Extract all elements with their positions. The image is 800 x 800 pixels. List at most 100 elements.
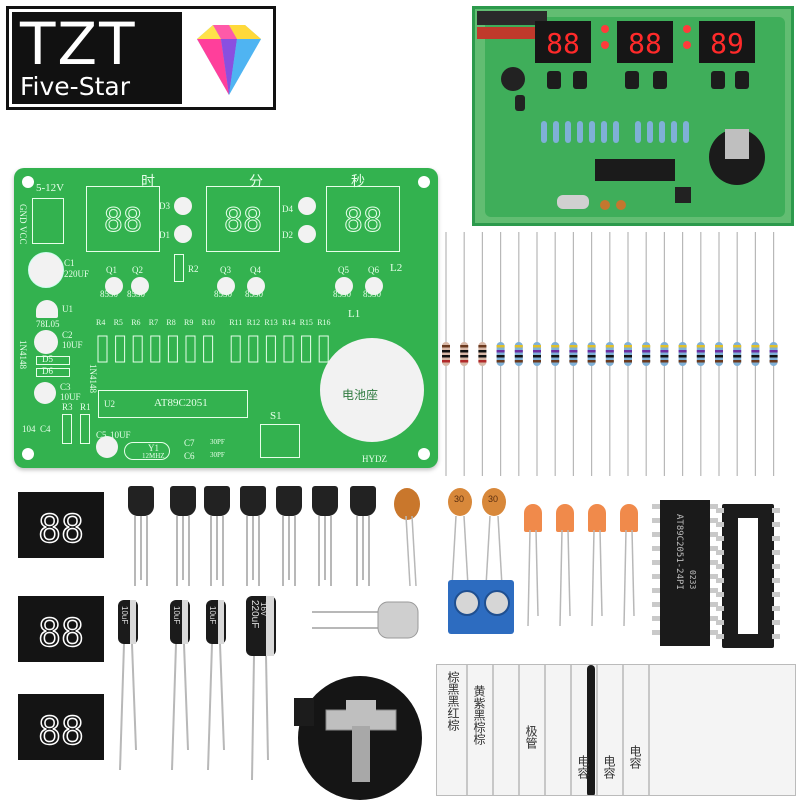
second-display-footprint: 88	[326, 186, 400, 252]
strip-line: 电容	[602, 755, 616, 779]
battery-holder	[294, 676, 422, 800]
r2-label: R2	[188, 264, 199, 274]
q6-label: Q6	[368, 265, 379, 275]
transistor-leg	[188, 516, 190, 586]
pin	[772, 634, 780, 639]
pin	[716, 550, 724, 555]
minute-display-footprint: 88	[206, 186, 280, 252]
resistor-470	[514, 232, 523, 476]
resistor-470	[624, 232, 632, 476]
transistor-leg	[134, 516, 136, 586]
c1-value: 220UF	[64, 269, 90, 279]
c7-label: C7	[184, 438, 195, 448]
transistor-leg	[288, 516, 290, 580]
resistor-label: R4	[96, 318, 106, 327]
transistor-leg	[368, 516, 370, 586]
resistor-1k	[460, 232, 469, 476]
r2-footprint	[174, 254, 184, 282]
label-sheet-grid	[466, 665, 650, 795]
svg-text:88: 88	[344, 201, 383, 239]
battery-holder-footprint	[320, 338, 424, 442]
resistor-footprint	[283, 335, 294, 363]
d3-label: D3	[159, 201, 170, 211]
vcc-label: VCC	[18, 226, 28, 245]
mcu-chip: AT89C2051-24PI 0233	[660, 500, 710, 646]
u1-footprint	[36, 300, 58, 318]
c3-label: C3	[60, 382, 71, 392]
svg-text:88: 88	[628, 27, 662, 60]
resistor-footprint	[167, 335, 178, 363]
led-legs	[527, 530, 635, 627]
pin	[710, 574, 718, 579]
d2-label: D2	[282, 230, 293, 240]
resistor-470	[769, 232, 778, 476]
pin	[716, 592, 724, 597]
resistor-470	[733, 232, 742, 476]
transistor	[170, 486, 196, 516]
ceramic-capacitor	[394, 488, 420, 520]
resistor-footprint	[97, 335, 108, 363]
svg-text:88: 88	[546, 27, 580, 60]
resistor-label: R13	[264, 318, 278, 327]
resistor-470	[587, 232, 596, 476]
resistor-label: R9	[184, 318, 194, 327]
pin	[772, 592, 780, 597]
seven-segment-display: 88	[18, 492, 104, 558]
transistor	[128, 486, 154, 516]
resistor-label: R6	[131, 318, 141, 327]
strip-line: 棕黑黑红棕	[446, 671, 460, 731]
pin	[716, 508, 724, 513]
pin	[772, 508, 780, 513]
resistor-1k	[442, 232, 450, 476]
s1-footprint	[260, 424, 300, 458]
q4-value: 8550	[245, 289, 263, 299]
transistor-leg	[318, 516, 320, 586]
pin	[710, 560, 718, 565]
pin	[716, 536, 724, 541]
d6-label: D6	[42, 366, 53, 376]
l2-label: L2	[390, 262, 403, 274]
mount-hole	[418, 448, 430, 460]
resistor-footprint	[203, 335, 214, 363]
svg-text:88: 88	[38, 611, 84, 655]
pin	[710, 518, 718, 523]
resistor-470	[551, 232, 560, 476]
resistor-label: R5	[113, 318, 123, 327]
board-brand: HYDZ	[362, 454, 387, 464]
pin	[716, 522, 724, 527]
d6-footprint	[36, 368, 70, 377]
resistor-470	[751, 232, 760, 476]
pin	[772, 564, 780, 569]
mount-hole	[22, 176, 34, 188]
capacitor-10uf: 10uF	[118, 600, 138, 644]
pin	[652, 560, 660, 565]
strip-line: 黄紫黑棕棕	[472, 685, 486, 745]
pin	[710, 588, 718, 593]
transistor-leg	[324, 516, 326, 580]
transistor	[350, 486, 376, 516]
pin	[772, 522, 780, 527]
seven-segment-display: 88	[18, 694, 104, 760]
pin	[710, 546, 718, 551]
resistor-label: R14	[282, 318, 296, 327]
transistor-leg	[140, 516, 142, 580]
transistor-leg	[182, 516, 184, 580]
chip-code: 0233	[688, 570, 697, 590]
resistor-470	[696, 232, 705, 476]
resistor-1k	[478, 232, 487, 476]
resistor-470	[678, 232, 687, 476]
pin	[710, 630, 718, 635]
logo-dark-panel: TZT Five-Star	[12, 10, 182, 104]
resistor-footprint	[318, 335, 329, 363]
pin	[716, 620, 724, 625]
q2-label: Q2	[132, 265, 143, 275]
chip-pins	[652, 504, 718, 644]
pin	[716, 578, 724, 583]
strip-line: 极管	[524, 725, 538, 749]
transistor-group	[128, 484, 388, 594]
resistor-470	[715, 232, 723, 476]
logo-tagline: Five-Star	[20, 72, 130, 101]
led	[620, 504, 638, 532]
